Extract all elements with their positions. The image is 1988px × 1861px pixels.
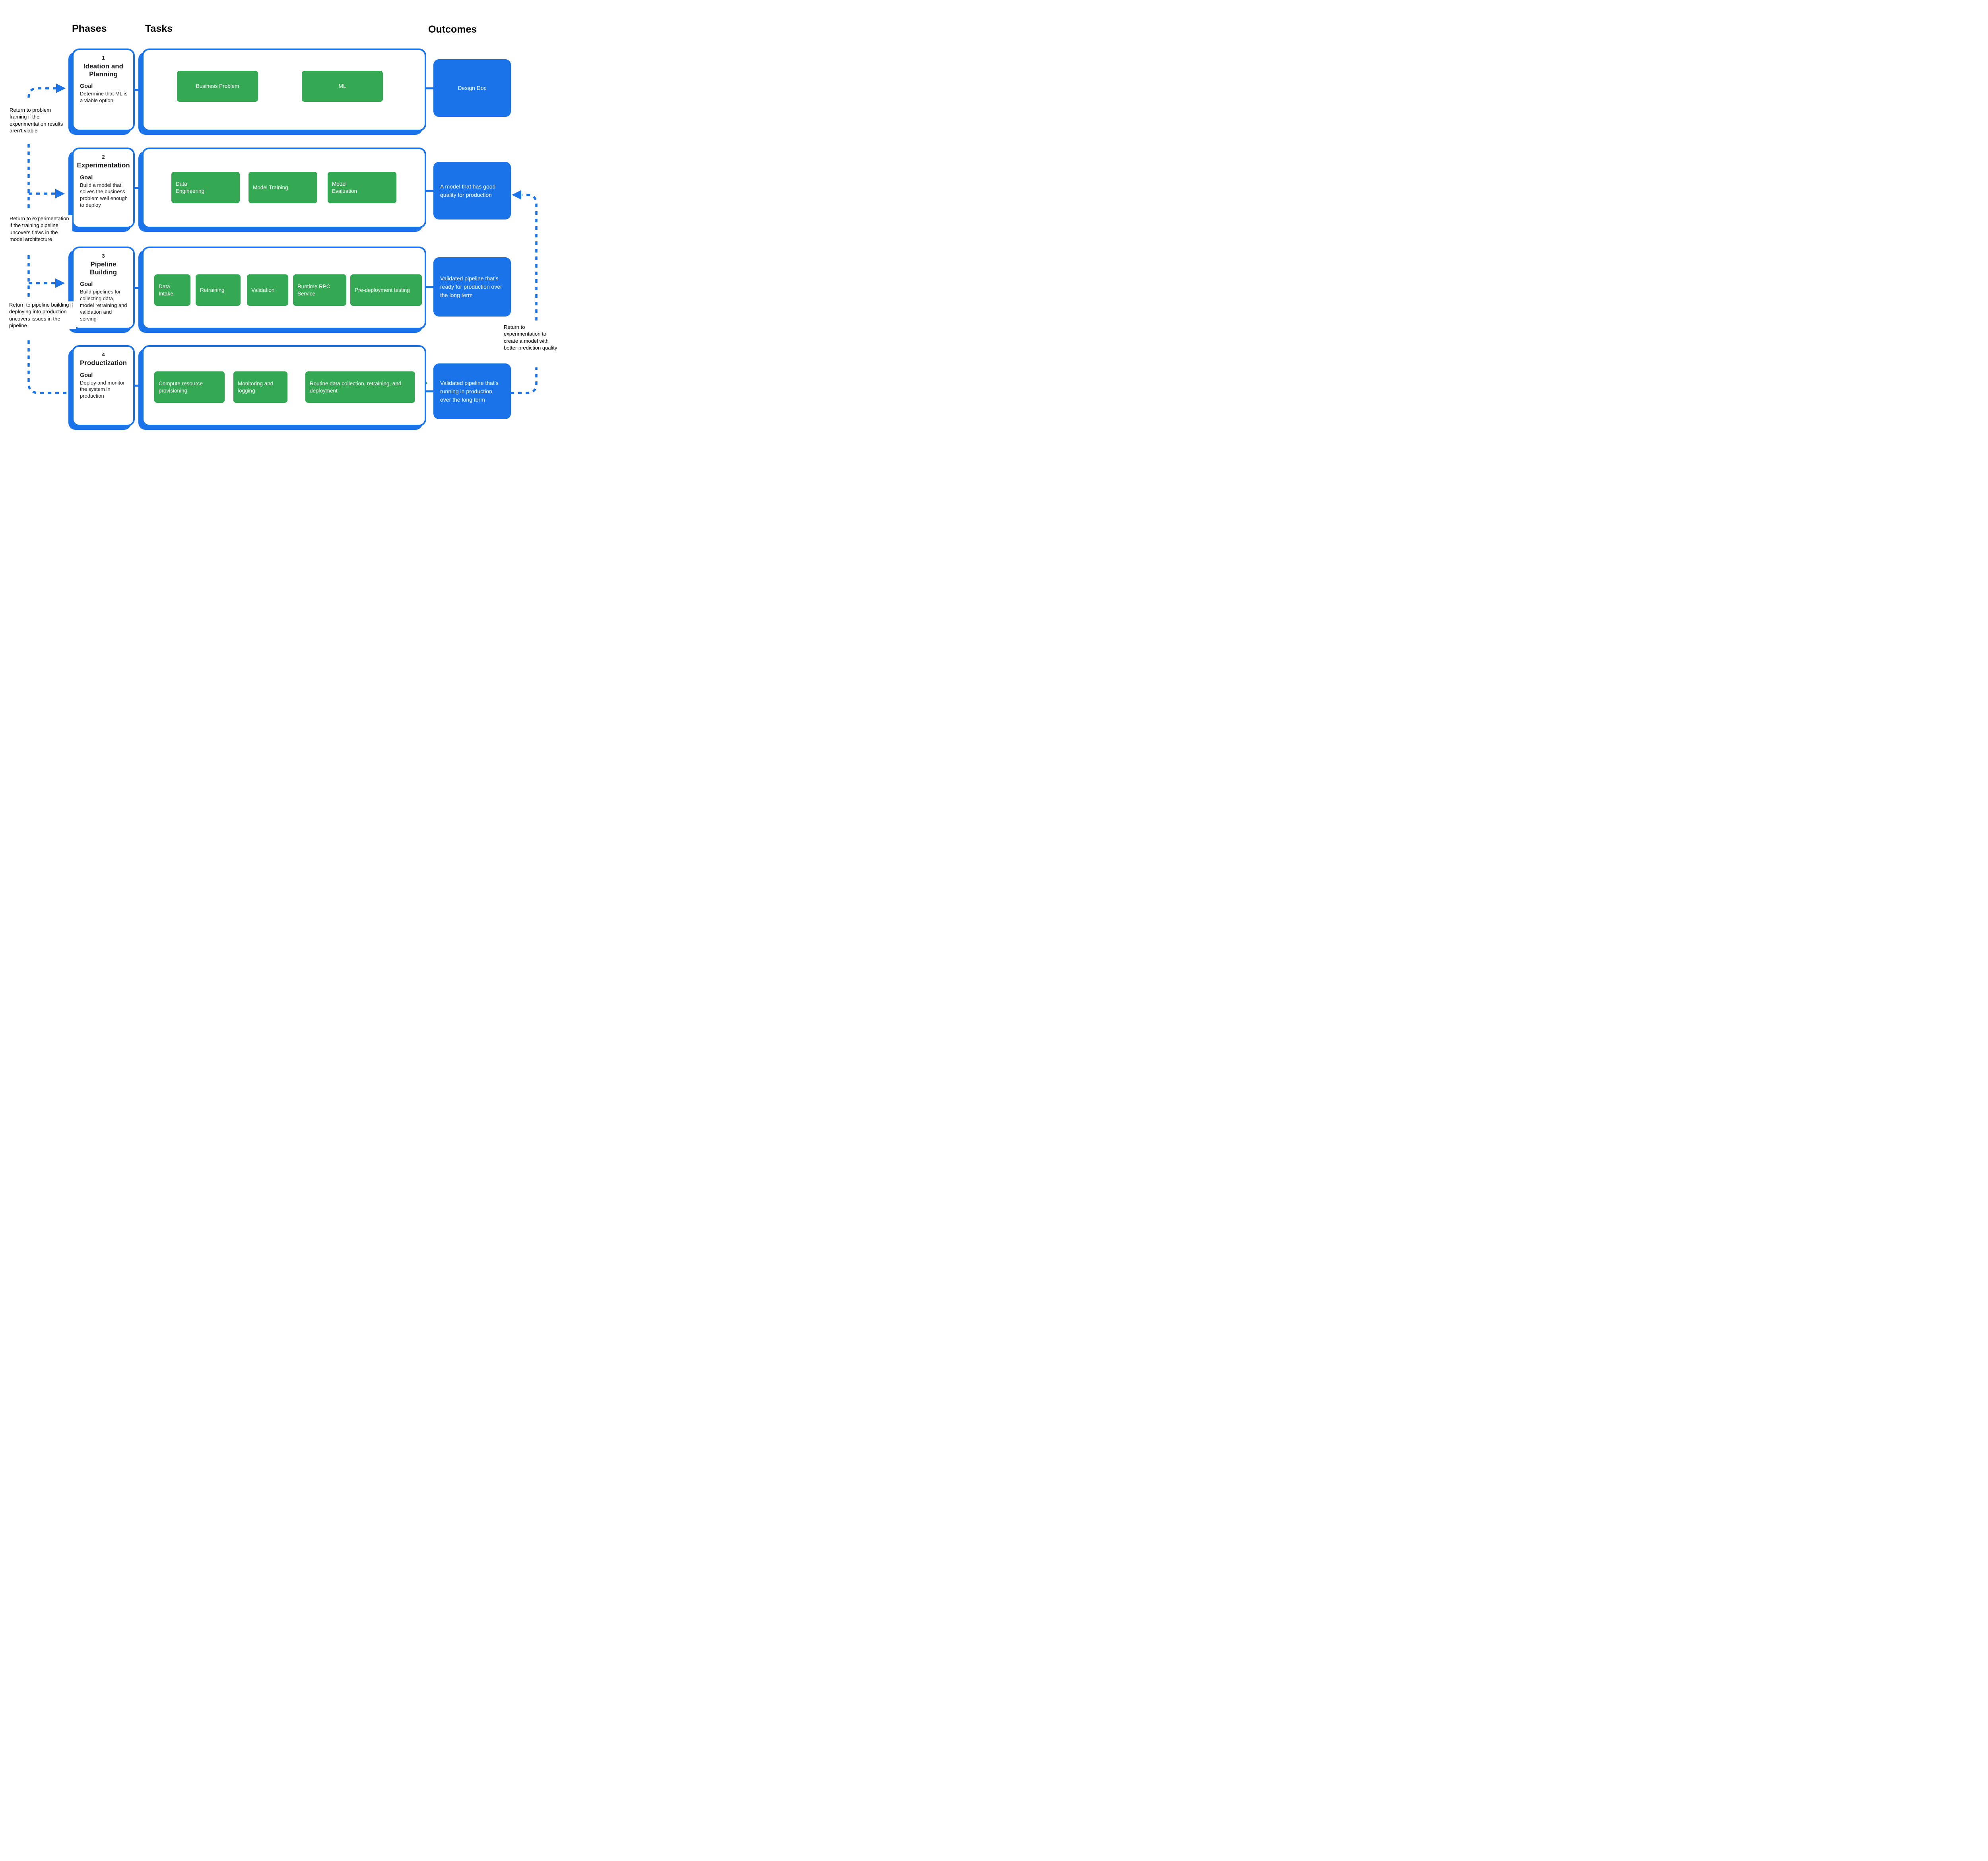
task-label: Retraining <box>200 287 225 293</box>
goal-label: Goal <box>80 174 93 181</box>
note-return-pipeline-building: Return to pipeline building if deploying… <box>9 301 76 329</box>
task-validation: Validation <box>247 274 288 306</box>
task-business-problem: Business Problem <box>177 71 258 102</box>
outcome-design-doc: Design Doc <box>433 59 511 117</box>
phase-title: Productization <box>80 359 127 367</box>
phase-card-productization: 4 Productization Goal Deploy and monitor… <box>72 345 135 426</box>
phase-title: Experimentation <box>77 161 130 169</box>
task-pre-deployment-testing: Pre-deployment testing <box>350 274 422 306</box>
task-ml: ML <box>302 71 383 102</box>
outcome-validated-pipeline-running: Validated pipeline that’s running in pro… <box>433 363 511 419</box>
goal-text: Determine that ML is a viable option <box>80 91 128 103</box>
task-label: Data Intake <box>159 283 173 297</box>
task-routine-data-collection: Routine data collection, retraining, and… <box>305 371 415 403</box>
phase-goal: Goal Build a model that solves the busin… <box>74 175 133 209</box>
task-retraining: Retraining <box>196 274 241 306</box>
left-return-rail <box>27 87 72 394</box>
goal-label: Goal <box>80 372 93 379</box>
phase-number: 4 <box>102 352 105 357</box>
header-tasks: Tasks <box>145 23 173 34</box>
phase-title: Ideation and Planning <box>83 62 124 78</box>
phase-number: 1 <box>102 55 105 61</box>
phase-number: 2 <box>102 154 105 160</box>
goal-label: Goal <box>80 281 93 288</box>
phase-card-experimentation: 2 Experimentation Goal Build a model tha… <box>72 148 135 228</box>
task-monitoring-and-logging: Monitoring and logging <box>233 371 287 403</box>
outcome-label: Validated pipeline that’s running in pro… <box>440 379 499 403</box>
goal-text: Deploy and monitor the system in product… <box>80 379 125 399</box>
phase-card-ideation: 1 Ideation and Planning Goal Determine t… <box>72 49 135 131</box>
task-label: Business Problem <box>196 83 239 89</box>
outcome-model-quality: A model that has good quality for produc… <box>433 162 511 220</box>
phase-number: 3 <box>102 253 105 259</box>
goal-text: Build a model that solves the business p… <box>80 182 128 208</box>
note-return-experimentation: Return to experimentation if the trainin… <box>10 215 72 243</box>
phase-title: Pipeline Building <box>90 260 117 276</box>
tasks-panel-pipeline-building: Data Intake Retraining Validation Runtim… <box>142 247 426 329</box>
task-model-evaluation: Model Evaluation <box>328 172 396 203</box>
mlops-phases-diagram: Phases Tasks Outcomes 1 Ideation and Pla… <box>0 0 564 465</box>
outcome-label: Validated pipeline that’s ready for prod… <box>440 275 502 298</box>
right-return-rail <box>511 194 538 394</box>
task-data-engineering: Data Engineering <box>171 172 240 203</box>
tasks-panel-ideation: Business Problem ML <box>142 49 426 131</box>
task-runtime-rpc-service: Runtime RPC Service <box>293 274 346 306</box>
task-data-intake: Data Intake <box>154 274 190 306</box>
tasks-panel-experimentation: Data Engineering Model Training Model Ev… <box>142 148 426 228</box>
task-compute-resource-provisioning: Compute resource provisioning <box>154 371 225 403</box>
task-label: Data Engineering <box>176 181 205 194</box>
header-outcomes: Outcomes <box>428 24 477 35</box>
phase-card-pipeline-building: 3 Pipeline Building Goal Build pipelines… <box>72 247 135 329</box>
task-model-training: Model Training <box>248 172 317 203</box>
header-phases: Phases <box>72 23 107 34</box>
tasks-panel-productization: Compute resource provisioning Monitoring… <box>142 345 426 426</box>
goal-label: Goal <box>80 83 93 90</box>
phase-goal: Goal Build pipelines for collecting data… <box>74 281 133 322</box>
task-label: Routine data collection, retraining, and… <box>310 380 402 394</box>
phase-goal: Goal Deploy and monitor the system in pr… <box>74 372 133 400</box>
return-arrow-icon <box>55 84 521 288</box>
task-label: Validation <box>251 287 275 293</box>
task-label: Pre-deployment testing <box>355 287 410 293</box>
task-label: Runtime RPC Service <box>297 283 330 297</box>
task-label: ML <box>338 83 346 89</box>
task-label: Compute resource provisioning <box>159 380 203 394</box>
task-label: Model Evaluation <box>332 181 357 194</box>
goal-text: Build pipelines for collecting data, mod… <box>80 289 127 322</box>
task-label: Monitoring and logging <box>238 380 274 394</box>
task-label: Model Training <box>253 184 288 190</box>
note-return-problem-framing: Return to problem framing if the experim… <box>10 107 65 134</box>
phase-goal: Goal Determine that ML is a viable optio… <box>74 83 133 104</box>
outcome-validated-pipeline-ready: Validated pipeline that’s ready for prod… <box>433 257 511 317</box>
outcome-label: A model that has good quality for produc… <box>440 183 496 198</box>
outcome-label: Design Doc <box>458 85 487 91</box>
note-return-experimentation-quality: Return to experimentation to create a mo… <box>504 324 560 352</box>
